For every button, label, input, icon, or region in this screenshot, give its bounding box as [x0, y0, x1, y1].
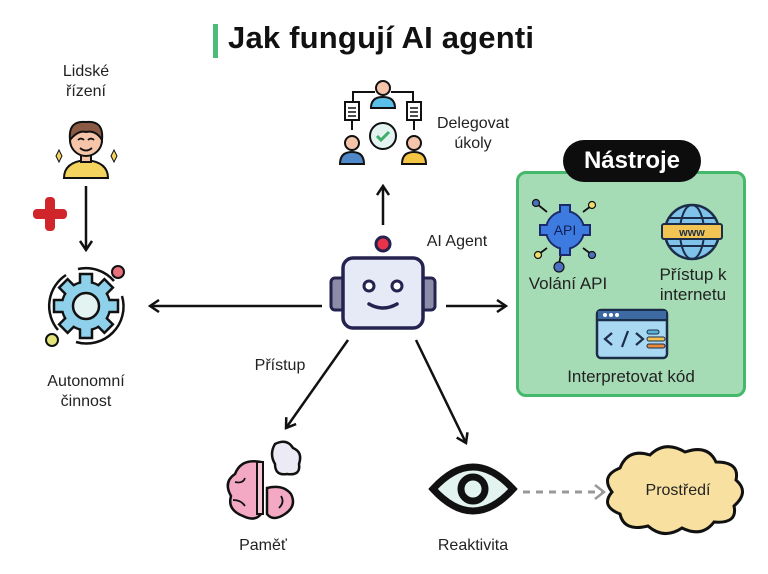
- title-accent-bar: [213, 24, 218, 58]
- plus-icon: [33, 197, 67, 231]
- label-line: úkoly: [454, 135, 492, 152]
- globe-icon: www: [661, 203, 723, 261]
- label-delegate: Delegovat úkoly: [428, 114, 518, 154]
- environment-cloud: [606, 445, 744, 535]
- tool-label-internet: Přístup k internetu: [645, 265, 741, 305]
- label-line: Lidské: [62, 63, 110, 80]
- api-gear-icon: API: [531, 198, 597, 273]
- gear-cycle-icon: [45, 265, 125, 347]
- label-line: činnost: [60, 393, 112, 410]
- label-memory: Paměť: [239, 537, 287, 554]
- label-line: internetu: [659, 285, 727, 304]
- label-reactivity: Reaktivita: [437, 537, 509, 554]
- arrow-agent-to-memory: [286, 339, 350, 428]
- person-icon: [55, 120, 118, 179]
- tool-label-api: Volání API: [528, 274, 608, 293]
- www-icon-text: www: [678, 227, 705, 239]
- label-access: Přístup: [254, 357, 306, 374]
- label-human-control: Lidské řízení: [36, 62, 136, 102]
- label-environment: Prostředí: [645, 482, 711, 499]
- label-line: Autonomní: [47, 373, 125, 390]
- label-ai-agent: AI Agent: [426, 233, 488, 250]
- label-line: Přístup k: [659, 265, 727, 284]
- tools-header: Nástroje: [563, 140, 701, 182]
- eye-icon: [428, 463, 518, 515]
- team-delegation-icon: [338, 80, 428, 165]
- label-line: řízení: [65, 83, 106, 100]
- code-window-icon: [595, 308, 669, 360]
- arrow-agent-to-reactivity: [414, 339, 466, 443]
- api-icon-text: API: [554, 222, 577, 238]
- label-autonomous: Autonomní činnost: [26, 372, 146, 412]
- diagram-title: Jak fungují AI agenti: [228, 20, 535, 55]
- brain-icon: [226, 440, 302, 520]
- tool-label-code: Interpretovat kód: [567, 367, 695, 386]
- label-line: Delegovat: [436, 115, 510, 132]
- robot-icon: [329, 235, 437, 330]
